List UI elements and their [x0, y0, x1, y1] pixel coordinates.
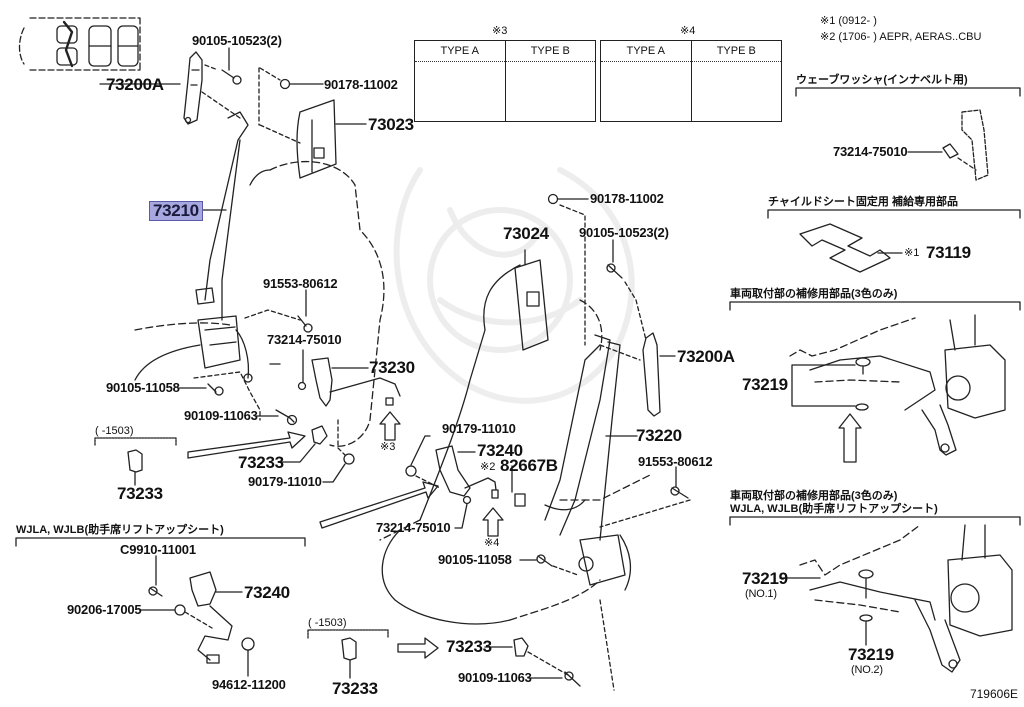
- bolt-90109-11063-left: [254, 409, 298, 426]
- bracket-child-seat: [767, 209, 1021, 273]
- part-label-82667B[interactable]: 82667B: [500, 456, 558, 475]
- part-label-73240[interactable]: 73240: [477, 441, 523, 460]
- part-label-73219-no2[interactable]: 73219: [848, 645, 894, 664]
- shoulder-anchor-73200A-right: [599, 281, 676, 417]
- big-arrow-left: [187, 431, 306, 459]
- part-label-73023[interactable]: 73023: [368, 115, 414, 134]
- buckle-73230: [297, 349, 401, 407]
- type-header: TYPE A: [601, 41, 691, 62]
- bolt-90105-11058-left: [177, 371, 261, 421]
- section-lift-seat: WJLA, WJLB(助手席リフトアップシート): [16, 524, 224, 536]
- nut-90179-11010-left: [322, 419, 355, 483]
- part-label-73220[interactable]: 73220: [636, 426, 682, 445]
- part-label-73219-no2-sub: (NO.2): [851, 664, 883, 676]
- part-label-73233[interactable]: 73233: [238, 453, 284, 472]
- marker-4-label: ※4: [484, 537, 500, 549]
- part-label-90178-11002[interactable]: 90178-11002: [324, 77, 398, 92]
- bolt-90105-10523-top: [221, 47, 242, 85]
- part-label-73233[interactable]: 73233: [117, 484, 163, 503]
- part-label-73024[interactable]: 73024: [503, 224, 549, 243]
- part-label-C9910-11001[interactable]: C9910-11001: [120, 542, 196, 557]
- nut-90178-11002-top: [258, 67, 324, 144]
- part-label-73240[interactable]: 73240: [244, 583, 290, 602]
- bracket-range-bottom: [307, 629, 439, 679]
- type-table-4-col-a: TYPE A: [601, 41, 692, 121]
- watermark-logo: [393, 167, 635, 404]
- part-label-90105-10523[interactable]: 90105-10523(2): [192, 33, 282, 48]
- section-repair-parts: 車両取付部の補修用部品(3色のみ): [730, 288, 898, 300]
- bracket-repair-parts-lift: [729, 516, 1021, 673]
- part-label-73230[interactable]: 73230: [369, 358, 415, 377]
- part-label-73200A[interactable]: 73200A: [106, 75, 164, 94]
- type-table-3: TYPE A TYPE B: [414, 40, 596, 122]
- bolt-90105-10523-mid: [606, 239, 623, 279]
- type-header: TYPE A: [415, 41, 505, 62]
- note-2: ※2 (1706- ) AEPR, AERAS..CBU: [820, 31, 982, 43]
- bracket-repair-parts: [729, 301, 1021, 463]
- range-label-left: ( -1503): [95, 425, 134, 437]
- marker-3-label: ※3: [380, 441, 396, 453]
- shoulder-anchor-73200A-left: [183, 51, 241, 125]
- part-label-73214-75010[interactable]: 73214-75010: [267, 332, 342, 347]
- type-table-4-marker: ※4: [680, 25, 696, 37]
- arrow-up-marker-4: [482, 507, 504, 537]
- section-child-seat: チャイルドシート固定用 補給専用部品: [768, 196, 958, 208]
- part-label-73119-prefix: ※1: [904, 247, 920, 259]
- seat-belt-73220: [544, 334, 638, 591]
- type-table-4: TYPE A TYPE B: [600, 40, 782, 122]
- type-table-3-col-b: TYPE B: [505, 41, 595, 121]
- trim-clip-73233-left: [277, 425, 328, 463]
- arrow-up-marker-3: [379, 411, 401, 441]
- part-label-73219[interactable]: 73219: [742, 375, 788, 394]
- part-label-90206-17005[interactable]: 90206-17005: [67, 602, 142, 617]
- part-label-73210-highlighted[interactable]: 73210: [149, 201, 203, 221]
- part-label-73214-75010[interactable]: 73214-75010: [833, 144, 908, 159]
- part-label-90179-11010[interactable]: 90179-11010: [442, 421, 516, 436]
- part-label-90105-10523[interactable]: 90105-10523(2): [579, 225, 669, 240]
- part-label-73214-75010[interactable]: 73214-75010: [376, 520, 451, 535]
- bracket-lift-seat: [15, 537, 306, 677]
- part-label-90109-11063[interactable]: 90109-11063: [184, 408, 258, 423]
- part-label-91553-80612[interactable]: 91553-80612: [263, 276, 338, 291]
- part-label-90105-11058[interactable]: 90105-11058: [438, 552, 512, 567]
- section-repair-parts-lift-1: 車両取付部の補修用部品(3色のみ): [730, 490, 898, 502]
- bracket-wave-washer: [795, 87, 1021, 181]
- type-table-3-marker: ※3: [492, 25, 508, 37]
- section-wave-washer: ウェーブワッシャ(インナベルト用): [796, 74, 968, 86]
- nut-90178-11002-mid: [547, 193, 589, 346]
- type-table-3-col-a: TYPE A: [415, 41, 506, 121]
- trim-clip-73233-bottom: [484, 599, 615, 691]
- part-label-90179-11010[interactable]: 90179-11010: [248, 474, 322, 489]
- part-label-91553-80612[interactable]: 91553-80612: [638, 454, 713, 469]
- diagram-code: 719606E: [969, 687, 1018, 701]
- part-label-73219-no1-sub: (NO.1): [745, 588, 777, 600]
- bolt-90105-11058-mid: [519, 554, 579, 576]
- part-label-82667B-prefix: ※2: [480, 461, 496, 473]
- note-1: ※1 (0912- ): [820, 15, 877, 27]
- vehicle-seat-layout-icon: [18, 17, 141, 71]
- section-repair-parts-lift-2: WJLA, WJLB(助手席リフトアップシート): [730, 503, 938, 515]
- bolt-91553-80612-left: [244, 289, 313, 333]
- type-header: TYPE B: [691, 41, 781, 62]
- seat-belt-73210: [195, 111, 253, 383]
- part-label-90109-11063[interactable]: 90109-11063: [458, 670, 532, 685]
- part-label-90105-11058[interactable]: 90105-11058: [106, 380, 180, 395]
- rear-seat-left-outline: [134, 160, 385, 447]
- big-arrow-mid: [319, 481, 439, 529]
- bracket-range-left: [94, 437, 177, 486]
- part-label-94612-11200[interactable]: 94612-11200: [212, 677, 286, 692]
- part-label-73119[interactable]: 73119: [926, 243, 971, 262]
- part-label-90178-11002[interactable]: 90178-11002: [590, 191, 664, 206]
- type-header: TYPE B: [505, 41, 595, 62]
- part-label-73200A[interactable]: 73200A: [677, 347, 735, 366]
- range-label-bottom: ( -1503): [308, 617, 347, 629]
- part-label-73233[interactable]: 73233: [332, 679, 378, 698]
- pillar-cover-73023: [296, 99, 367, 179]
- pillar-cover-73024: [514, 249, 549, 351]
- bolt-91553-80612-right: [599, 466, 691, 528]
- part-label-73233[interactable]: 73233: [446, 637, 492, 656]
- part-label-73219-no1[interactable]: 73219: [742, 569, 788, 588]
- type-table-4-col-b: TYPE B: [691, 41, 781, 121]
